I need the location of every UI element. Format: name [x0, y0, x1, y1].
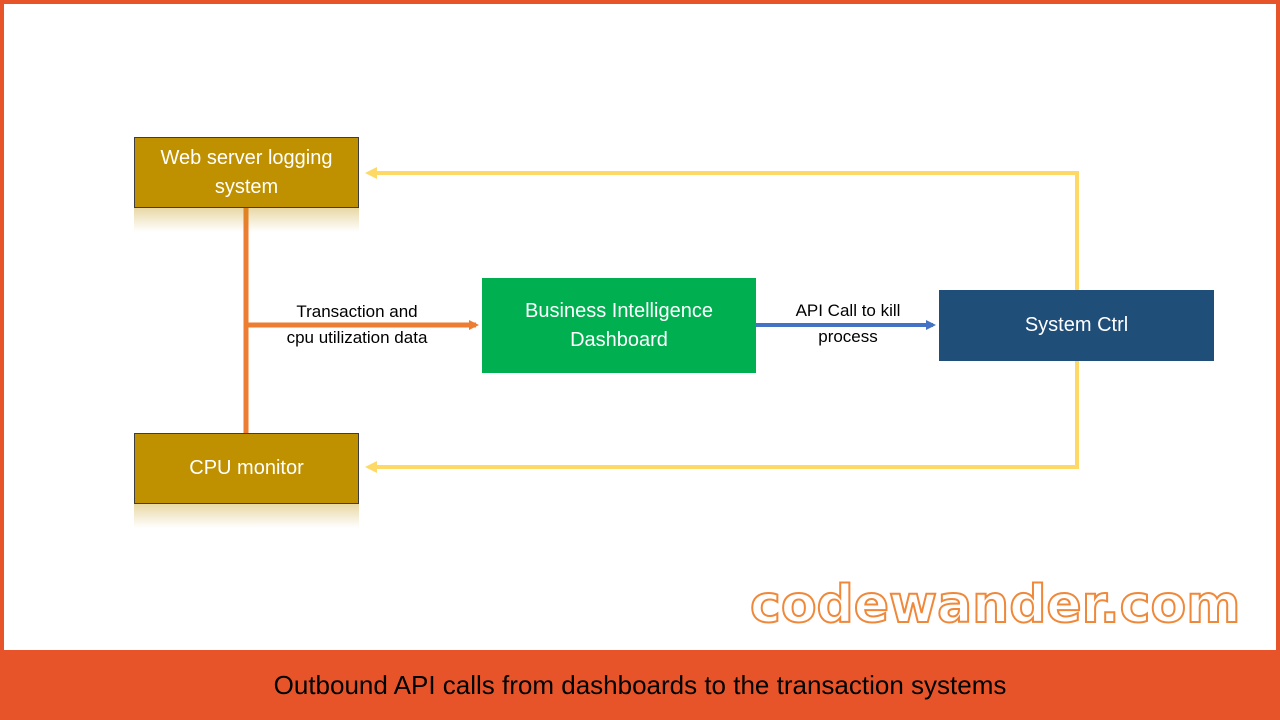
data-flow-label: Transaction and cpu utilization data	[286, 302, 428, 347]
web-server-logging-label: Web server logging system	[160, 147, 333, 198]
control-arrow-to-cpu-monitor	[365, 361, 1079, 473]
api-call-label: API Call to kill process	[795, 301, 901, 346]
system-ctrl-node: System Ctrl	[939, 290, 1214, 361]
cpu-monitor-node: CPU monitor	[134, 433, 359, 504]
bi-dashboard-node: Business Intelligence Dashboard	[482, 278, 756, 373]
watermark-text: codewander.com	[749, 574, 1241, 636]
cpu-monitor-reflection	[134, 504, 359, 528]
system-ctrl-label: System Ctrl	[1024, 314, 1129, 336]
caption-text: Outbound API calls from dashboards to th…	[273, 669, 1007, 700]
web-server-reflection	[134, 208, 359, 232]
caption-bar: Outbound API calls from dashboards to th…	[0, 650, 1280, 720]
cpu-monitor-label: CPU monitor	[189, 457, 304, 479]
control-arrow-to-web-server	[365, 167, 1079, 290]
web-server-logging-node: Web server logging system	[134, 137, 359, 208]
bi-dashboard-label: Business Intelligence Dashboard	[525, 299, 713, 351]
